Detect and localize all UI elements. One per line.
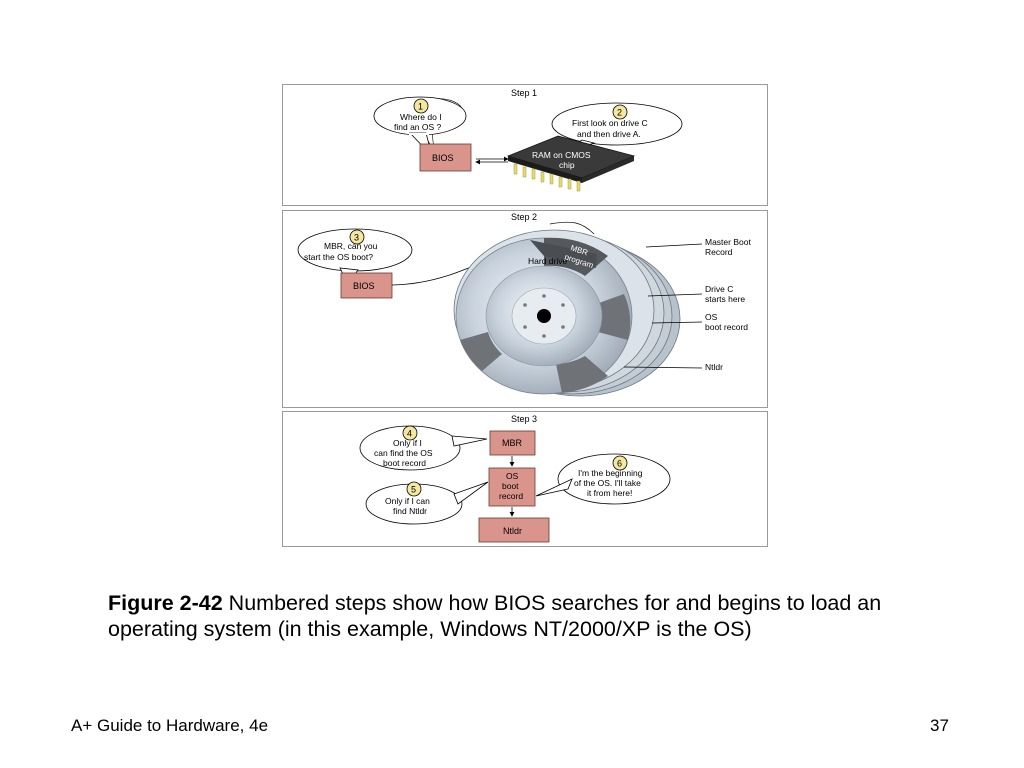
footer-book-title: A+ Guide to Hardware, 4e <box>71 716 269 735</box>
drive-callouts <box>623 243 703 369</box>
bios-box: BIOS <box>419 143 472 172</box>
cmos-chip: RAM on CMOS chip <box>506 135 636 192</box>
mbr-box: MBR <box>489 430 536 456</box>
figure-caption: Figure 2-42 Numbered steps show how BIOS… <box>108 590 928 642</box>
step-number-badge <box>612 104 628 120</box>
step3-title: Step 3 <box>511 414 537 424</box>
svg-text:Only if I can: Only if I can <box>385 496 430 506</box>
svg-text:Hard drive: Hard drive <box>528 256 567 266</box>
svg-text:can find the OS: can find the OS <box>374 448 433 458</box>
step-number-badge <box>413 98 429 114</box>
svg-text:starts here: starts here <box>705 294 745 304</box>
svg-text:OS: OS <box>506 471 519 481</box>
step2-title: Step 2 <box>511 212 537 222</box>
svg-text:3: 3 <box>354 233 359 243</box>
speech-bubble-6: 6 I'm the beginning of the OS. I'll take… <box>535 453 671 505</box>
svg-text:Drive C: Drive C <box>705 284 733 294</box>
svg-text:and then drive A.: and then drive A. <box>577 129 641 139</box>
svg-text:OS: OS <box>705 312 718 322</box>
svg-text:find Ntldr: find Ntldr <box>393 506 427 516</box>
os-boot-record-box: OS boot record <box>488 467 536 507</box>
svg-text:6: 6 <box>617 459 622 469</box>
svg-text:Record: Record <box>705 247 733 257</box>
svg-text:Only if I: Only if I <box>393 438 422 448</box>
svg-text:BIOS: BIOS <box>353 281 375 291</box>
step1-panel: Step 1 1 Where do I find an OS ? 2 First… <box>282 84 768 206</box>
svg-text:Master Boot: Master Boot <box>705 237 751 247</box>
speech-bubble-5: 5 Only if I can find Ntldr <box>365 481 489 525</box>
svg-text:it from here!: it from here! <box>587 488 632 498</box>
svg-text:4: 4 <box>407 429 412 439</box>
svg-text:record: record <box>499 491 523 501</box>
svg-text:Ntldr: Ntldr <box>503 526 522 536</box>
step-number-badge <box>612 455 628 471</box>
svg-text:find an OS ?: find an OS ? <box>394 122 442 132</box>
svg-text:5: 5 <box>411 485 416 495</box>
svg-text:First look on drive C: First look on drive C <box>572 118 648 128</box>
svg-text:Ntldr: Ntldr <box>705 362 723 372</box>
step-number-badge <box>349 229 365 245</box>
svg-text:1: 1 <box>418 102 423 112</box>
chip-pins <box>513 163 581 192</box>
svg-text:I'm the beginning: I'm the beginning <box>578 468 643 478</box>
svg-text:2: 2 <box>617 108 622 118</box>
step3-panel: Step 3 4 Only if I can find the OS boot … <box>282 411 768 547</box>
boot-process-figure: Step 1 1 Where do I find an OS ? 2 First… <box>282 84 768 547</box>
hard-drive: MBR program Hard drive <box>453 229 681 397</box>
svg-text:boot record: boot record <box>705 322 748 332</box>
svg-text:MBR: MBR <box>502 438 523 448</box>
speech-bubble-3: 3 MBR, can you start the OS boot? <box>297 228 413 285</box>
step-number-badge <box>402 425 418 441</box>
svg-text:Where do I: Where do I <box>400 112 442 122</box>
svg-text:of the OS. I'll take: of the OS. I'll take <box>574 478 641 488</box>
svg-text:start the OS boot?: start the OS boot? <box>304 252 373 262</box>
svg-text:BIOS: BIOS <box>432 153 454 163</box>
figure-number: Figure 2-42 <box>108 591 223 615</box>
footer-page-number: 37 <box>930 716 949 735</box>
caption-text: Numbered steps show how BIOS searches fo… <box>108 591 882 641</box>
speech-bubble-4: 4 Only if I can find the OS boot record <box>359 425 488 471</box>
svg-text:chip: chip <box>559 160 575 170</box>
step2-panel: Step 2 3 MBR, can you start the OS boot?… <box>282 210 768 408</box>
step1-title: Step 1 <box>511 88 537 98</box>
svg-text:boot: boot <box>502 481 519 491</box>
svg-text:MBR, can you: MBR, can you <box>324 241 378 251</box>
step-number-badge <box>406 481 422 497</box>
svg-text:RAM on CMOS: RAM on CMOS <box>532 150 591 160</box>
ntldr-box: Ntldr <box>478 517 550 543</box>
svg-text:boot record: boot record <box>383 458 426 468</box>
bios-box: BIOS <box>340 272 393 299</box>
